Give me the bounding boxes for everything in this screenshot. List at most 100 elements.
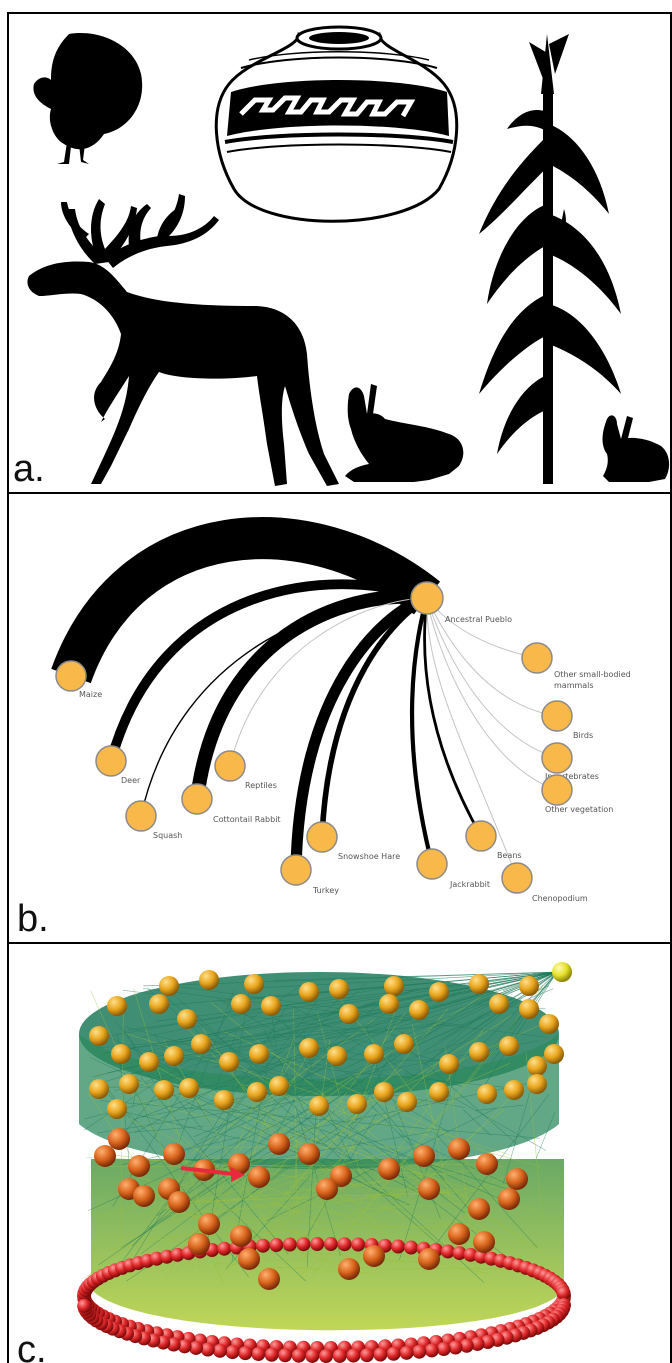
ring-node	[373, 1348, 387, 1362]
panel-label-b: b.	[17, 900, 49, 938]
ring-node	[296, 1237, 310, 1251]
network-node	[379, 994, 399, 1014]
network-node	[248, 1166, 270, 1188]
network-node	[179, 1078, 199, 1098]
ring-node	[225, 1345, 239, 1359]
network-3d-svg	[9, 944, 672, 1363]
label-reptiles: Reptiles	[245, 781, 277, 790]
network-node	[364, 1044, 384, 1064]
network-node	[128, 1155, 150, 1177]
label-squash: Squash	[153, 831, 182, 840]
panel-b-food-web: MaizeDeerSquashCottontail RabbitReptiles…	[7, 492, 672, 944]
network-node	[544, 1044, 564, 1064]
network-node	[378, 1158, 400, 1180]
network-node	[299, 982, 319, 1002]
ring-node	[292, 1349, 306, 1363]
network-node	[299, 1038, 319, 1058]
elk-silhouette-icon	[27, 194, 339, 486]
label-birds: Birds	[573, 731, 593, 740]
panel-label-c: c.	[17, 1331, 47, 1363]
network-node	[231, 994, 251, 1014]
node-deer	[96, 746, 126, 776]
ring-node	[400, 1346, 414, 1360]
ring-node	[425, 1343, 439, 1357]
network-node	[539, 1014, 559, 1034]
maize-plant-icon	[479, 34, 621, 484]
label-cottontail: Cottontail Rabbit	[213, 815, 281, 824]
ring-node	[251, 1347, 265, 1361]
network-node	[413, 1145, 435, 1167]
network-node	[89, 1079, 109, 1099]
network-node	[316, 1178, 338, 1200]
edge-small-mammals	[427, 598, 537, 658]
node-cottontail	[182, 784, 212, 814]
ring-node	[360, 1348, 374, 1362]
ring-node	[557, 1286, 571, 1300]
network-node	[519, 999, 539, 1019]
network-node	[448, 1138, 470, 1160]
network-node	[409, 1000, 429, 1020]
node-squash	[126, 801, 156, 831]
network-node	[394, 1034, 414, 1054]
label-hub: Ancestral Pueblo	[445, 615, 512, 624]
illustrations-svg	[9, 14, 672, 494]
network-node	[439, 1054, 459, 1074]
network-node	[230, 1225, 252, 1247]
network-node	[468, 1198, 490, 1220]
panel-a-illustrations: a.	[7, 12, 672, 494]
label-other-veg: Other vegetation	[545, 805, 613, 814]
network-node	[469, 1042, 489, 1062]
network-node	[214, 1090, 234, 1110]
network-node	[473, 1231, 495, 1253]
ring-node	[265, 1348, 279, 1362]
label-snowshoe: Snowshoe Hare	[338, 852, 400, 861]
edge-deer	[111, 584, 427, 761]
ring-node	[283, 1238, 297, 1252]
network-node	[499, 1036, 519, 1056]
ring-node	[412, 1345, 426, 1359]
node-maize	[56, 661, 86, 691]
node-beans	[466, 821, 496, 851]
label-maize: Maize	[79, 690, 102, 699]
network-node	[519, 976, 539, 996]
network-node	[489, 994, 509, 1014]
network-node	[339, 1004, 359, 1024]
network-node	[108, 1128, 130, 1150]
network-node	[177, 1009, 197, 1029]
network-node	[149, 994, 169, 1014]
network-node	[504, 1080, 524, 1100]
ring-node	[213, 1344, 227, 1358]
ring-node	[201, 1342, 215, 1356]
network-node	[154, 1080, 174, 1100]
network-node	[418, 1178, 440, 1200]
network-node	[191, 1034, 211, 1054]
ring-node	[278, 1348, 292, 1362]
node-jackrabbit	[417, 849, 447, 879]
jackrabbit-silhouette-icon	[345, 384, 463, 482]
network-node	[429, 982, 449, 1002]
node-turkey	[281, 855, 311, 885]
network-node	[238, 1248, 260, 1270]
ring-node	[333, 1349, 347, 1363]
network-node	[107, 1099, 127, 1119]
ring-node	[256, 1239, 270, 1253]
node-birds	[542, 701, 572, 731]
network-node	[469, 974, 489, 994]
network-node	[477, 1084, 497, 1104]
network-node	[107, 996, 127, 1016]
network-node	[418, 1248, 440, 1270]
network-node	[384, 976, 404, 996]
network-node	[338, 1258, 360, 1280]
node-small-mammals	[522, 643, 552, 673]
network-node	[94, 1145, 116, 1167]
network-node	[244, 974, 264, 994]
pottery-jar-icon	[216, 27, 456, 221]
label-small-mammals: Other small-bodiedmammals	[554, 670, 631, 690]
network-node	[429, 1082, 449, 1102]
ring-node	[387, 1347, 401, 1361]
network-node	[89, 1026, 109, 1046]
network-node	[164, 1046, 184, 1066]
ring-node	[319, 1349, 333, 1363]
network-node	[219, 1052, 239, 1072]
